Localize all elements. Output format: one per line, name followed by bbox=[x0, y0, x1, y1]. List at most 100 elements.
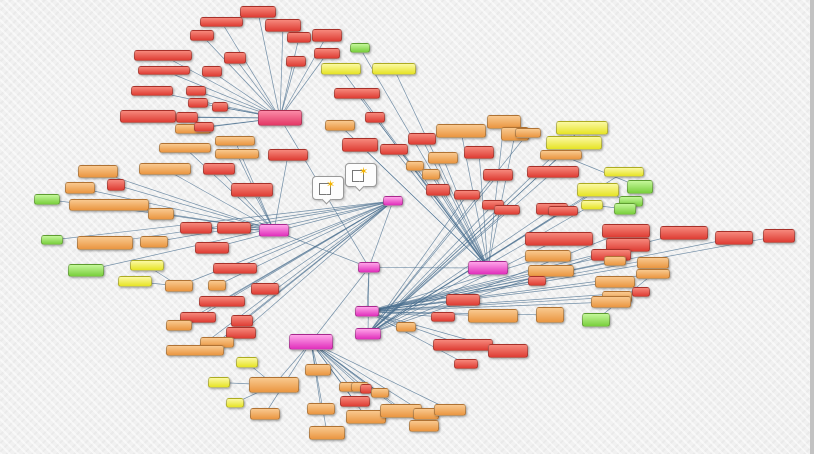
topic-node[interactable] bbox=[314, 48, 340, 59]
topic-node[interactable] bbox=[286, 56, 306, 67]
topic-node[interactable] bbox=[582, 313, 610, 327]
topic-node[interactable] bbox=[180, 312, 216, 323]
topic-node[interactable] bbox=[259, 224, 289, 237]
topic-node[interactable] bbox=[77, 236, 133, 250]
topic-node[interactable] bbox=[268, 149, 308, 161]
topic-node[interactable] bbox=[321, 63, 361, 75]
topic-node[interactable] bbox=[528, 276, 546, 286]
topic-node[interactable] bbox=[231, 183, 273, 197]
topic-node[interactable] bbox=[212, 102, 228, 112]
topic-node[interactable] bbox=[140, 236, 168, 248]
topic-node[interactable] bbox=[546, 136, 602, 150]
topic-node[interactable] bbox=[131, 86, 173, 96]
topic-node[interactable] bbox=[494, 205, 520, 215]
topic-node[interactable] bbox=[371, 388, 389, 398]
topic-node[interactable] bbox=[159, 143, 211, 153]
topic-node[interactable] bbox=[454, 190, 480, 200]
topic-node[interactable] bbox=[548, 206, 578, 216]
topic-node[interactable] bbox=[525, 232, 593, 246]
topic-node[interactable] bbox=[436, 124, 486, 138]
topic-node[interactable] bbox=[334, 88, 380, 99]
topic-node[interactable] bbox=[200, 17, 243, 27]
central-topic-node[interactable] bbox=[358, 262, 380, 273]
topic-node[interactable] bbox=[636, 269, 670, 279]
vertical-scrollbar[interactable] bbox=[810, 0, 814, 454]
topic-node[interactable] bbox=[226, 398, 244, 408]
topic-node[interactable] bbox=[632, 287, 650, 297]
topic-node[interactable] bbox=[195, 242, 229, 254]
topic-node[interactable] bbox=[231, 315, 253, 327]
topic-node[interactable] bbox=[176, 112, 198, 123]
topic-node[interactable] bbox=[488, 344, 528, 358]
topic-node[interactable] bbox=[213, 263, 257, 274]
topic-node[interactable] bbox=[428, 152, 458, 164]
topic-node[interactable] bbox=[287, 32, 311, 43]
topic-node[interactable] bbox=[78, 165, 118, 178]
topic-node[interactable] bbox=[251, 283, 279, 295]
topic-node[interactable] bbox=[240, 6, 276, 18]
topic-node[interactable] bbox=[217, 222, 251, 234]
topic-node[interactable] bbox=[372, 63, 416, 75]
topic-node[interactable] bbox=[525, 250, 571, 262]
topic-node[interactable] bbox=[188, 98, 208, 108]
topic-node[interactable] bbox=[68, 264, 104, 277]
scrollbar-thumb[interactable] bbox=[810, 0, 814, 454]
topic-node[interactable] bbox=[431, 312, 455, 322]
topic-node[interactable] bbox=[340, 396, 370, 407]
topic-node[interactable] bbox=[383, 196, 403, 206]
topic-node[interactable] bbox=[134, 50, 192, 61]
topic-node[interactable] bbox=[118, 276, 152, 287]
topic-node[interactable] bbox=[312, 29, 342, 42]
topic-node[interactable] bbox=[454, 359, 478, 369]
topic-node[interactable] bbox=[325, 120, 355, 131]
topic-node[interactable] bbox=[591, 296, 631, 308]
topic-node[interactable] bbox=[540, 150, 582, 160]
topic-node[interactable] bbox=[202, 66, 222, 77]
topic-node[interactable] bbox=[556, 121, 608, 135]
topic-node[interactable] bbox=[199, 296, 245, 307]
topic-node[interactable] bbox=[130, 260, 164, 271]
topic-node[interactable] bbox=[186, 86, 206, 96]
topic-node[interactable] bbox=[433, 339, 493, 351]
topic-node[interactable] bbox=[763, 229, 795, 243]
topic-node[interactable] bbox=[365, 112, 385, 123]
topic-node[interactable] bbox=[409, 420, 439, 432]
topic-node[interactable] bbox=[595, 276, 635, 288]
topic-node[interactable] bbox=[69, 199, 149, 211]
topic-node[interactable] bbox=[468, 309, 518, 323]
topic-node[interactable] bbox=[380, 144, 408, 155]
topic-node[interactable] bbox=[139, 163, 191, 175]
topic-node[interactable] bbox=[249, 377, 299, 393]
topic-node[interactable] bbox=[342, 138, 378, 152]
topic-node[interactable] bbox=[434, 404, 466, 416]
topic-node[interactable] bbox=[166, 345, 224, 356]
topic-node[interactable] bbox=[41, 235, 63, 245]
topic-node[interactable] bbox=[65, 182, 95, 194]
topic-node[interactable] bbox=[120, 110, 176, 123]
topic-node[interactable] bbox=[236, 357, 258, 368]
topic-node[interactable] bbox=[468, 261, 508, 275]
topic-node[interactable] bbox=[581, 200, 603, 210]
topic-node[interactable] bbox=[165, 280, 193, 292]
topic-node[interactable] bbox=[215, 149, 259, 159]
topic-node[interactable] bbox=[426, 184, 450, 196]
topic-node[interactable] bbox=[226, 327, 256, 339]
topic-node[interactable] bbox=[602, 224, 650, 238]
topic-node[interactable] bbox=[180, 222, 212, 234]
topic-node[interactable] bbox=[138, 66, 190, 75]
topic-node[interactable] bbox=[406, 161, 424, 171]
topic-node[interactable] bbox=[208, 377, 230, 388]
topic-node[interactable] bbox=[215, 136, 255, 146]
topic-node[interactable] bbox=[408, 133, 436, 145]
topic-node[interactable] bbox=[309, 426, 345, 440]
topic-node[interactable] bbox=[203, 163, 235, 175]
topic-node[interactable] bbox=[250, 408, 280, 420]
topic-node[interactable] bbox=[350, 43, 370, 53]
topic-node[interactable] bbox=[528, 265, 574, 277]
topic-node[interactable] bbox=[194, 122, 214, 132]
topic-node[interactable] bbox=[660, 226, 708, 240]
topic-node[interactable] bbox=[483, 169, 513, 181]
note-comment-icon[interactable]: ✶ bbox=[312, 176, 344, 200]
topic-node[interactable] bbox=[715, 231, 753, 245]
topic-node[interactable] bbox=[422, 169, 440, 180]
